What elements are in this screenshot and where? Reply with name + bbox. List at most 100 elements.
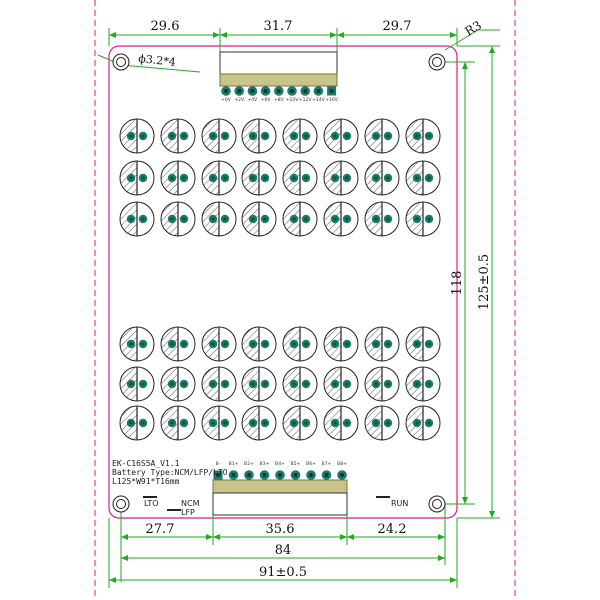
jumper-label-lto: LTO — [144, 499, 159, 508]
resistor-footprint — [282, 405, 318, 441]
resistor-footprint — [323, 366, 359, 402]
silkscreen: EK-C16S5A_V1.1 Battery Type:NCM/LFP/LTO … — [112, 459, 228, 486]
resistor-footprint — [241, 118, 277, 154]
pin-label: B3+ — [260, 461, 270, 467]
connector-pin: B7+ — [322, 461, 332, 480]
pin-label: +6V — [261, 97, 272, 103]
pin-label: B7+ — [322, 461, 332, 467]
resistor-footprint — [160, 118, 196, 154]
resistor-footprint — [241, 326, 277, 362]
resistor-footprint — [364, 201, 400, 237]
resistor-footprint — [119, 326, 155, 362]
top-connector-pins: +0V+2V+4V+6V+8V+10V+12V+14V+16V — [221, 86, 339, 103]
pin-label: +12V — [299, 97, 312, 103]
resistor-footprint — [405, 118, 441, 154]
pin-label: B1+ — [229, 461, 239, 467]
dim-hole-width: 84 — [275, 543, 292, 558]
bottom-connector — [212, 479, 348, 516]
resistor-footprint — [119, 405, 155, 441]
resistor-footprint — [364, 118, 400, 154]
pin-label: B2+ — [244, 461, 254, 467]
resistor-footprint — [323, 326, 359, 362]
resistor-footprint — [323, 118, 359, 154]
connector-pin: +16V — [325, 86, 339, 103]
resistor-footprint — [119, 160, 155, 196]
connector-pin: B6+ — [306, 461, 316, 480]
pin-label: +2V — [234, 97, 245, 103]
resistor-footprint — [119, 366, 155, 402]
dim-overall-width: 91±0.5 — [259, 565, 307, 580]
pin-label: +14V — [312, 97, 325, 103]
resistor-footprint — [201, 118, 237, 154]
connector-pin: B3+ — [260, 461, 270, 480]
board-model-text: EK-C16S5A_V1.1 — [112, 459, 180, 468]
connector-pin: B5+ — [291, 461, 301, 480]
connector-pin: +0V — [221, 86, 232, 103]
dimension-arrows — [109, 32, 495, 583]
connector-pin: B8+ — [337, 461, 347, 480]
mounting-hole — [428, 495, 446, 513]
pin-label: +10V — [286, 97, 299, 103]
dim-overall-height: 125±0.5 — [477, 254, 492, 310]
connector-pin: +2V — [234, 86, 245, 103]
dim-top-right: 29.7 — [383, 19, 412, 34]
run-label: RUN — [391, 499, 408, 508]
mounting-hole-label: ϕ3.2*4 — [138, 52, 177, 69]
dim-bottom-left: 27.7 — [146, 522, 175, 537]
resistor-footprint — [405, 201, 441, 237]
resistor-footprint — [241, 405, 277, 441]
resistor-footprint — [201, 326, 237, 362]
connector-pin: B- — [213, 461, 223, 480]
resistor-footprint — [282, 160, 318, 196]
resistor-footprint — [282, 201, 318, 237]
resistor-footprint — [405, 326, 441, 362]
connector-pin: B4+ — [275, 461, 285, 480]
resistor-footprint — [119, 118, 155, 154]
board-outline — [108, 45, 458, 519]
connector-pin: +6V — [261, 86, 272, 103]
board-size-text: L125*W91*T16mm — [112, 477, 180, 486]
mounting-hole — [428, 53, 446, 71]
resistor-footprint — [201, 201, 237, 237]
mounting-holes — [112, 53, 446, 513]
mounting-hole — [112, 53, 130, 71]
resistor-footprint — [282, 366, 318, 402]
resistor-footprint — [201, 160, 237, 196]
resistor-grid — [119, 118, 441, 441]
resistor-footprint — [160, 405, 196, 441]
resistor-footprint — [364, 366, 400, 402]
resistor-footprint — [160, 326, 196, 362]
resistor-footprint — [201, 405, 237, 441]
dim-bottom-right: 24.2 — [378, 522, 407, 537]
resistor-footprint — [364, 160, 400, 196]
dim-hole-height: 118 — [450, 271, 465, 296]
pin-label: B5+ — [291, 461, 301, 467]
bottom-connector-pins: B- B1+ B2+ B3+ B4+ B5+ B6+ B7+ B8+ — [213, 461, 347, 480]
connector-pin: +14V — [312, 86, 326, 103]
dimension-lines — [97, 28, 500, 588]
resistor-footprint — [160, 201, 196, 237]
resistor-footprint — [160, 366, 196, 402]
resistor-footprint — [282, 326, 318, 362]
outer-frame — [94, 0, 516, 600]
pin-label: +8V — [274, 97, 285, 103]
resistor-footprint — [241, 201, 277, 237]
pin-label: +16V — [325, 97, 338, 103]
resistor-footprint — [282, 118, 318, 154]
pin-label: B- — [216, 461, 221, 467]
pin-label: B6+ — [306, 461, 316, 467]
dim-top-left: 29.6 — [151, 19, 180, 34]
resistor-footprint — [160, 160, 196, 196]
resistor-footprint — [323, 201, 359, 237]
resistor-footprint — [119, 201, 155, 237]
top-connector — [219, 51, 338, 87]
connector-pin: B1+ — [229, 461, 239, 480]
resistor-footprint — [241, 160, 277, 196]
corner-radius-label: R3 — [463, 18, 484, 38]
connector-pin: +10V — [286, 86, 299, 103]
resistor-footprint — [364, 326, 400, 362]
pin-label: +0V — [221, 97, 232, 103]
resistor-footprint — [201, 366, 237, 402]
resistor-footprint — [405, 160, 441, 196]
